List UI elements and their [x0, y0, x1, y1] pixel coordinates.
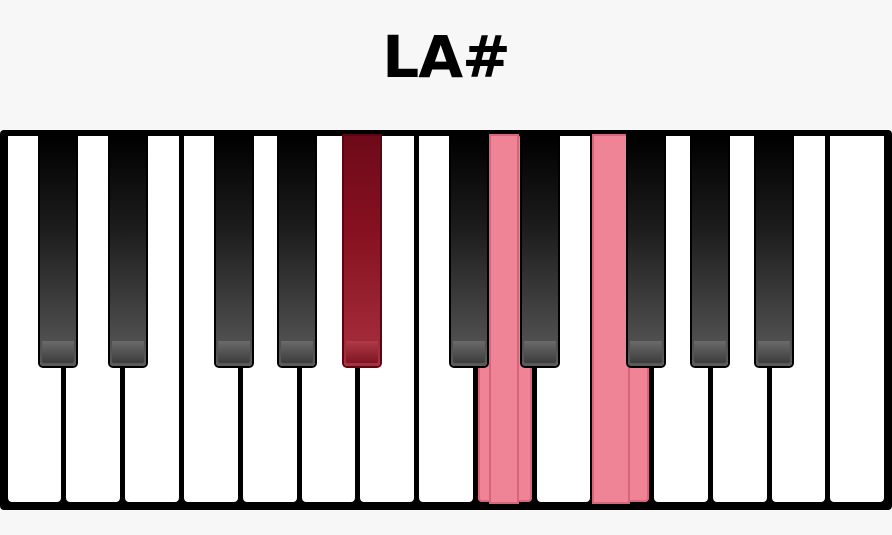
black-key-4[interactable]: [279, 136, 315, 366]
black-key-11[interactable]: [692, 136, 728, 366]
black-key-1[interactable]: [40, 136, 76, 366]
black-key-12[interactable]: [756, 136, 792, 366]
black-key-7[interactable]: [491, 136, 517, 502]
black-key-8[interactable]: [522, 136, 558, 366]
black-key-6[interactable]: [451, 136, 487, 366]
black-key-9[interactable]: [594, 136, 628, 502]
black-key-5[interactable]: [344, 136, 380, 366]
chord-title: LA#: [382, 23, 510, 91]
white-key-15[interactable]: [830, 136, 884, 502]
black-key-3[interactable]: [216, 136, 252, 366]
black-key-10[interactable]: [628, 136, 664, 366]
piano-keyboard: [0, 130, 892, 510]
black-key-2[interactable]: [110, 136, 146, 366]
